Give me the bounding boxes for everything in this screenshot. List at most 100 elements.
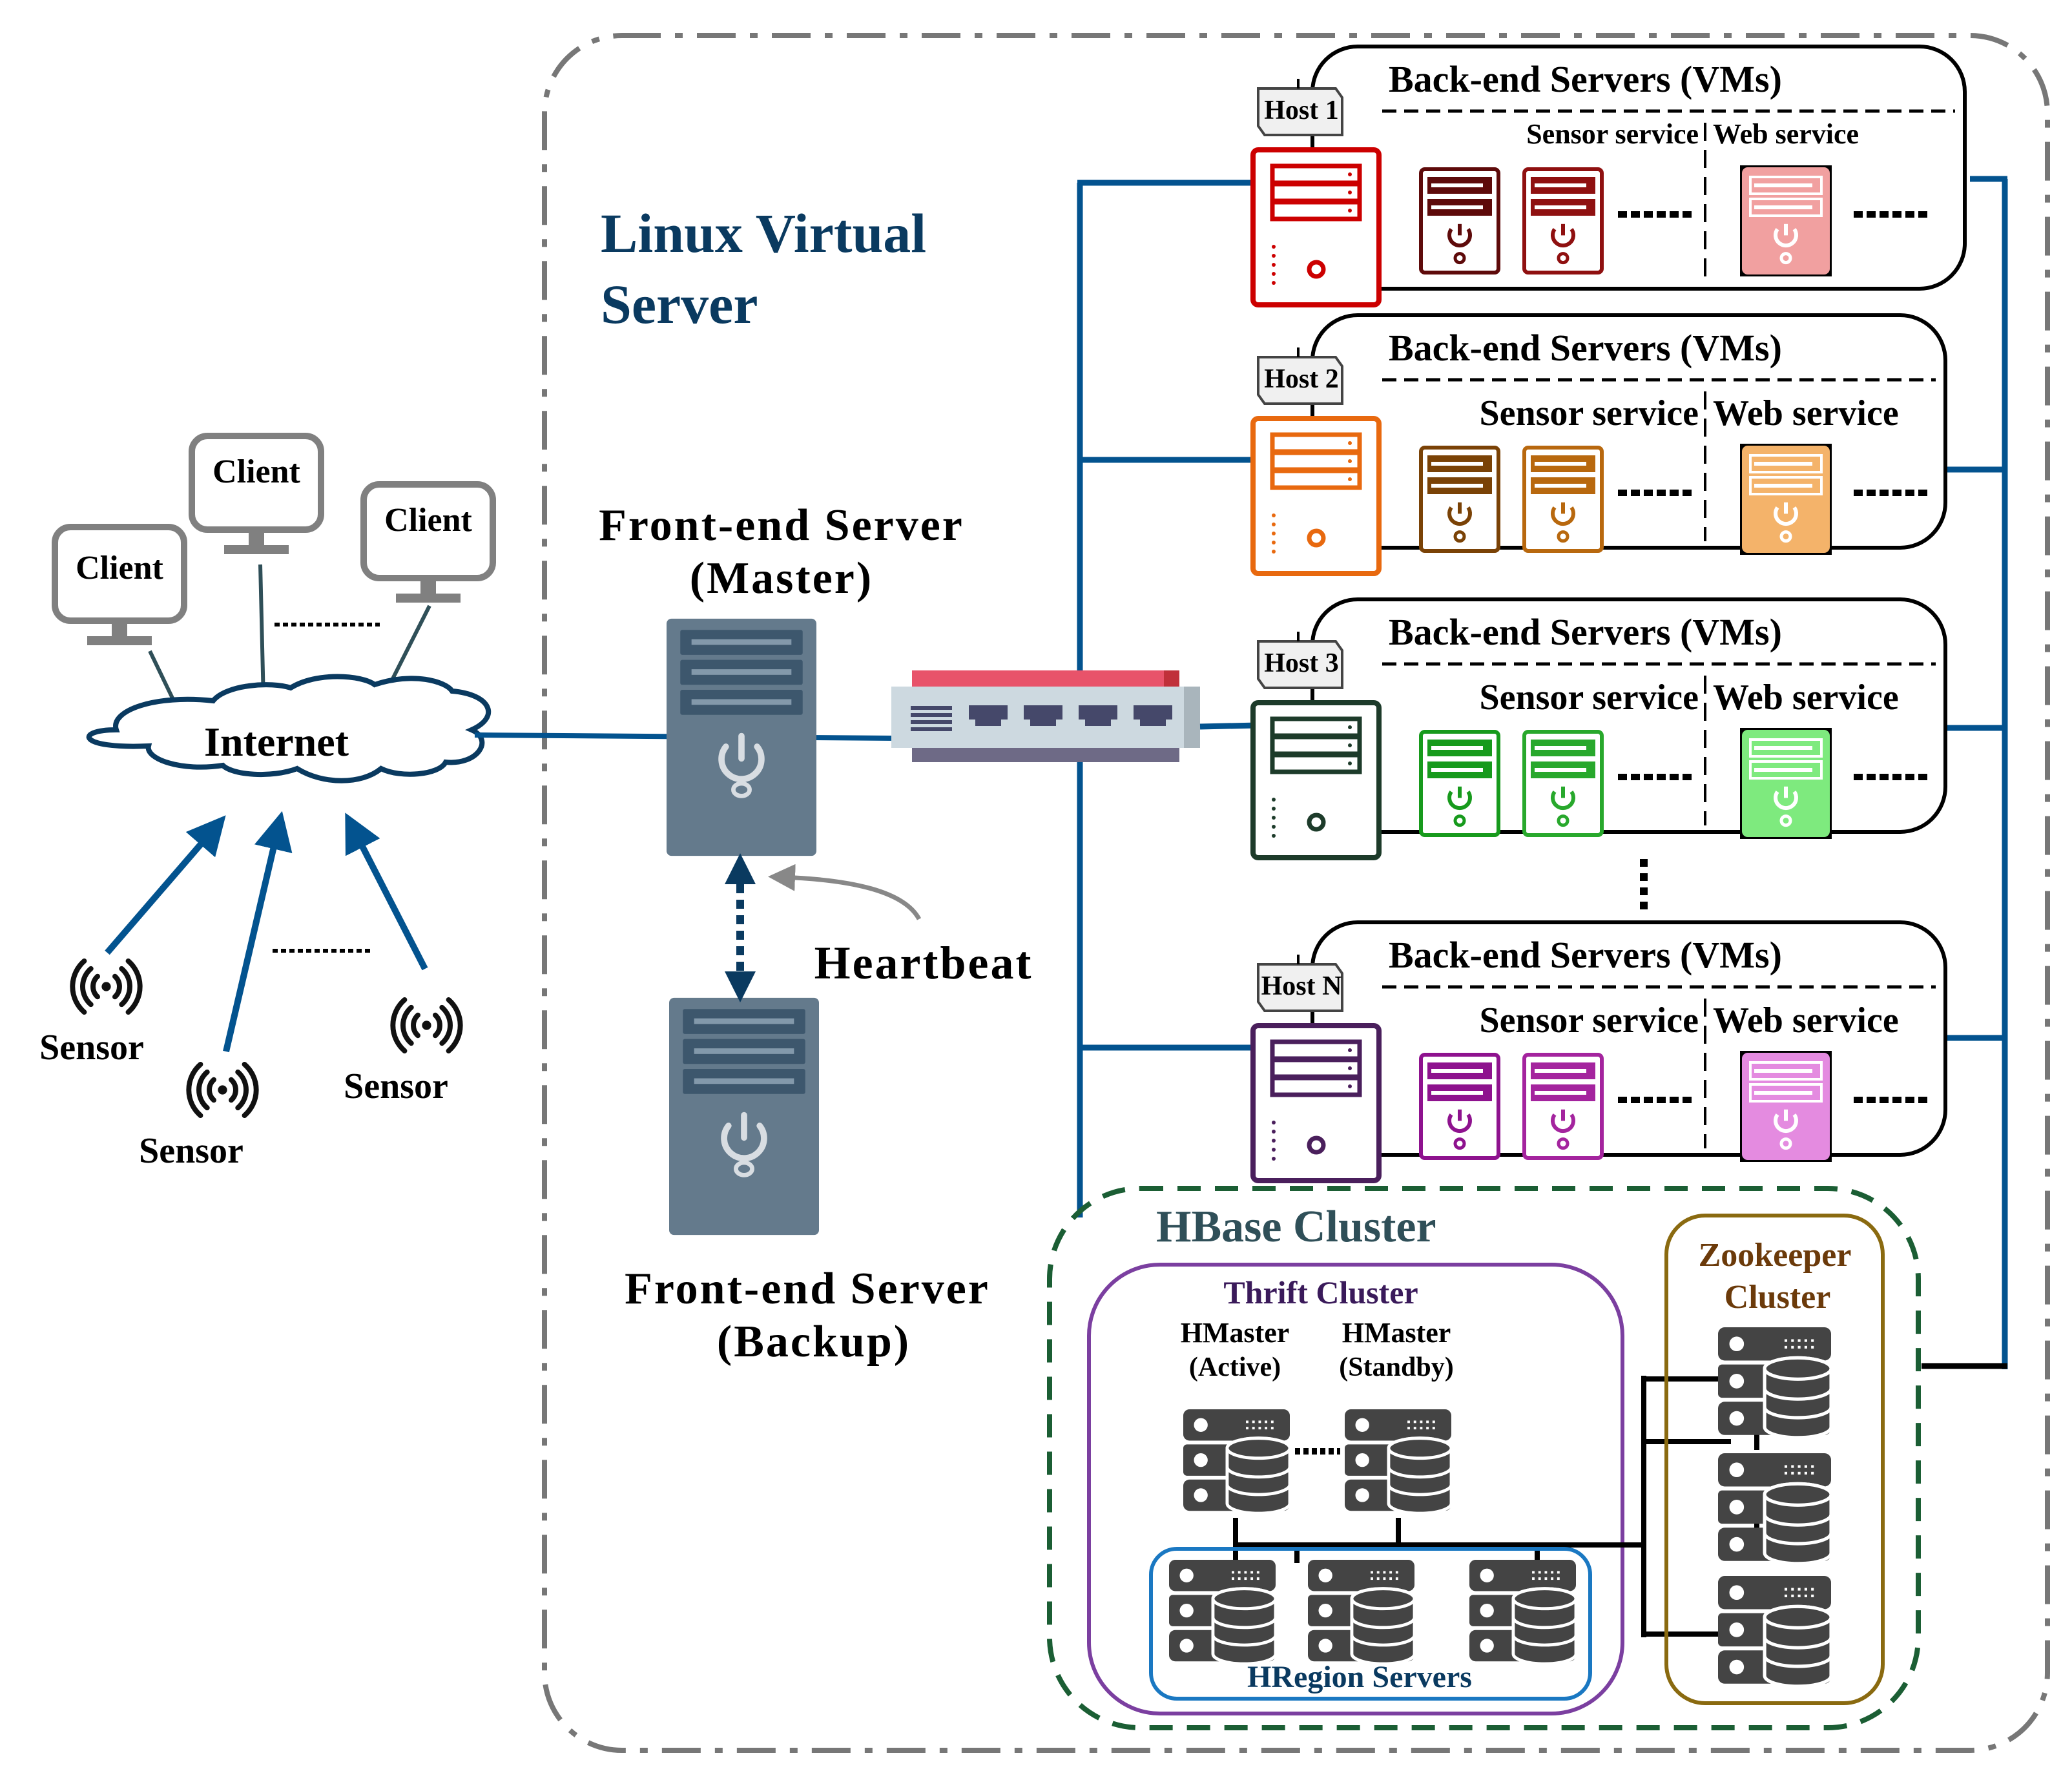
frontend-master-server-icon[interactable] [667, 619, 816, 856]
sensor-vm-icon[interactable] [1522, 730, 1604, 837]
zookeeper-cluster-boundary [1664, 1214, 1885, 1705]
hmaster-standby-label-line1: HMaster [1342, 1317, 1451, 1349]
zookeeper-title-line2: Cluster [1725, 1279, 1831, 1316]
host-name: Host N [1261, 971, 1342, 1001]
heartbeat-label: Heartbeat [814, 937, 1033, 989]
host-server-icon[interactable] [1250, 147, 1382, 307]
sensor-vm-icon[interactable] [1419, 730, 1500, 837]
sensor-service-label: Sensor service [1479, 393, 1699, 433]
sensor-label: Sensor [344, 1066, 448, 1106]
host-name: Host 2 [1264, 364, 1339, 394]
host-server-icon[interactable] [1250, 1023, 1382, 1183]
zookeeper-title-line1: Zookeeper [1699, 1237, 1852, 1274]
hregion-db-icon[interactable] [1169, 1560, 1276, 1664]
host-name: Host 3 [1264, 648, 1339, 678]
backend-vms-header: Back-end Servers (VMs) [1389, 934, 1782, 976]
hmaster-standby-label-line2: (Standby) [1339, 1352, 1453, 1382]
hmaster-active-label-line1: HMaster [1181, 1317, 1290, 1349]
internet-cloud [86, 674, 492, 783]
thrift-cluster-title: Thrift Cluster [1223, 1274, 1418, 1310]
host-name-tag: Host N [1257, 963, 1343, 1012]
client-label: Client [212, 453, 300, 490]
wireless-sensor-icon [72, 961, 140, 1012]
client-monitor[interactable]: Client [360, 481, 496, 603]
sensor-vm-icon[interactable] [1522, 1053, 1604, 1160]
hbase-cluster-boundary [1047, 1186, 1921, 1730]
hmaster-active-label-line2: (Active) [1189, 1352, 1281, 1382]
client-label: Client [384, 502, 472, 539]
hregion-db-icon[interactable] [1469, 1560, 1576, 1664]
backend-vms-header: Back-end Servers (VMs) [1389, 58, 1782, 100]
client-monitor[interactable]: Client [189, 433, 324, 554]
sensor-vm-icon[interactable] [1522, 167, 1604, 274]
host-server-icon[interactable] [1250, 700, 1382, 860]
hmaster-standby-db-icon[interactable] [1345, 1409, 1451, 1513]
host-server-icon[interactable] [1250, 416, 1382, 576]
zookeeper-db-icon[interactable] [1718, 1576, 1831, 1686]
power-icon [1774, 791, 1798, 811]
host-name-tag: Host 3 [1257, 640, 1343, 689]
sensor-device[interactable]: Sensor [39, 961, 144, 1068]
host-group: Back-end Servers (VMs) Sensor service Web … [1250, 920, 1947, 1183]
web-service-label: Web service [1713, 1000, 1899, 1041]
host-name-tag: Host 1 [1257, 87, 1343, 136]
backend-vms-header: Back-end Servers (VMs) [1389, 611, 1782, 653]
frontend-backup-server-icon[interactable] [669, 998, 819, 1235]
thrift-cluster-boundary [1087, 1263, 1624, 1715]
lvs-boundary [542, 33, 2050, 1753]
web-service-label: Web service [1713, 118, 1859, 150]
hregion-servers-boundary [1149, 1547, 1592, 1701]
lvs-title-line2: Server [601, 273, 758, 335]
zookeeper-db-icon[interactable] [1718, 1327, 1831, 1438]
power-icon [1447, 228, 1472, 248]
hmaster-active-db-icon[interactable] [1183, 1409, 1290, 1513]
web-vm-icon[interactable] [1740, 165, 1832, 276]
sensor-vm-icon[interactable] [1419, 446, 1500, 553]
power-icon [1447, 791, 1472, 811]
client-label: Client [76, 550, 163, 586]
sensor-label: Sensor [139, 1131, 243, 1171]
hregion-db-icon[interactable] [1308, 1560, 1414, 1664]
host-name: Host 1 [1264, 96, 1339, 125]
network-switch-icon[interactable] [891, 670, 1200, 762]
power-icon [1774, 506, 1798, 526]
internet-label: Internet [204, 719, 349, 765]
web-vm-icon[interactable] [1740, 1051, 1832, 1162]
lvs-title-line1: Linux Virtual [601, 202, 926, 264]
sensor-device[interactable]: Sensor [344, 1000, 461, 1106]
sensor-vm-icon[interactable] [1419, 167, 1500, 274]
power-icon [1774, 1113, 1798, 1134]
frontend-master-label-line2: (Master) [690, 554, 873, 603]
sensor-service-label: Sensor service [1479, 1000, 1699, 1041]
power-icon [1551, 1113, 1575, 1134]
power-icon [1447, 506, 1472, 526]
heartbeat-pointer-arrow [768, 864, 922, 920]
hregion-servers-title: HRegion Servers [1247, 1660, 1472, 1694]
client-monitor[interactable]: Client [52, 524, 187, 645]
host-name-tag: Host 2 [1257, 356, 1343, 405]
web-vm-icon[interactable] [1740, 444, 1832, 555]
frontend-backup-label-line1: Front-end Server [625, 1264, 990, 1314]
sensor-vm-icon[interactable] [1522, 446, 1604, 553]
power-icon [1447, 1113, 1472, 1134]
zookeeper-db-icon[interactable] [1718, 1453, 1831, 1564]
power-icon [1551, 791, 1575, 811]
web-service-label: Web service [1713, 393, 1899, 433]
power-icon [1551, 228, 1575, 248]
web-service-label: Web service [1713, 678, 1899, 718]
wireless-sensor-icon [393, 1000, 460, 1051]
power-icon [1551, 506, 1575, 526]
frontend-backup-label-line2: (Backup) [717, 1317, 911, 1367]
sensor-vm-icon[interactable] [1419, 1053, 1500, 1160]
sensor-device[interactable]: Sensor [139, 1064, 256, 1171]
sensor-links [105, 811, 428, 1053]
frontend-master-label-line1: Front-end Server [599, 501, 964, 550]
wireless-sensor-icon [189, 1064, 256, 1115]
sensor-label: Sensor [39, 1028, 144, 1068]
web-vm-icon[interactable] [1740, 728, 1832, 839]
